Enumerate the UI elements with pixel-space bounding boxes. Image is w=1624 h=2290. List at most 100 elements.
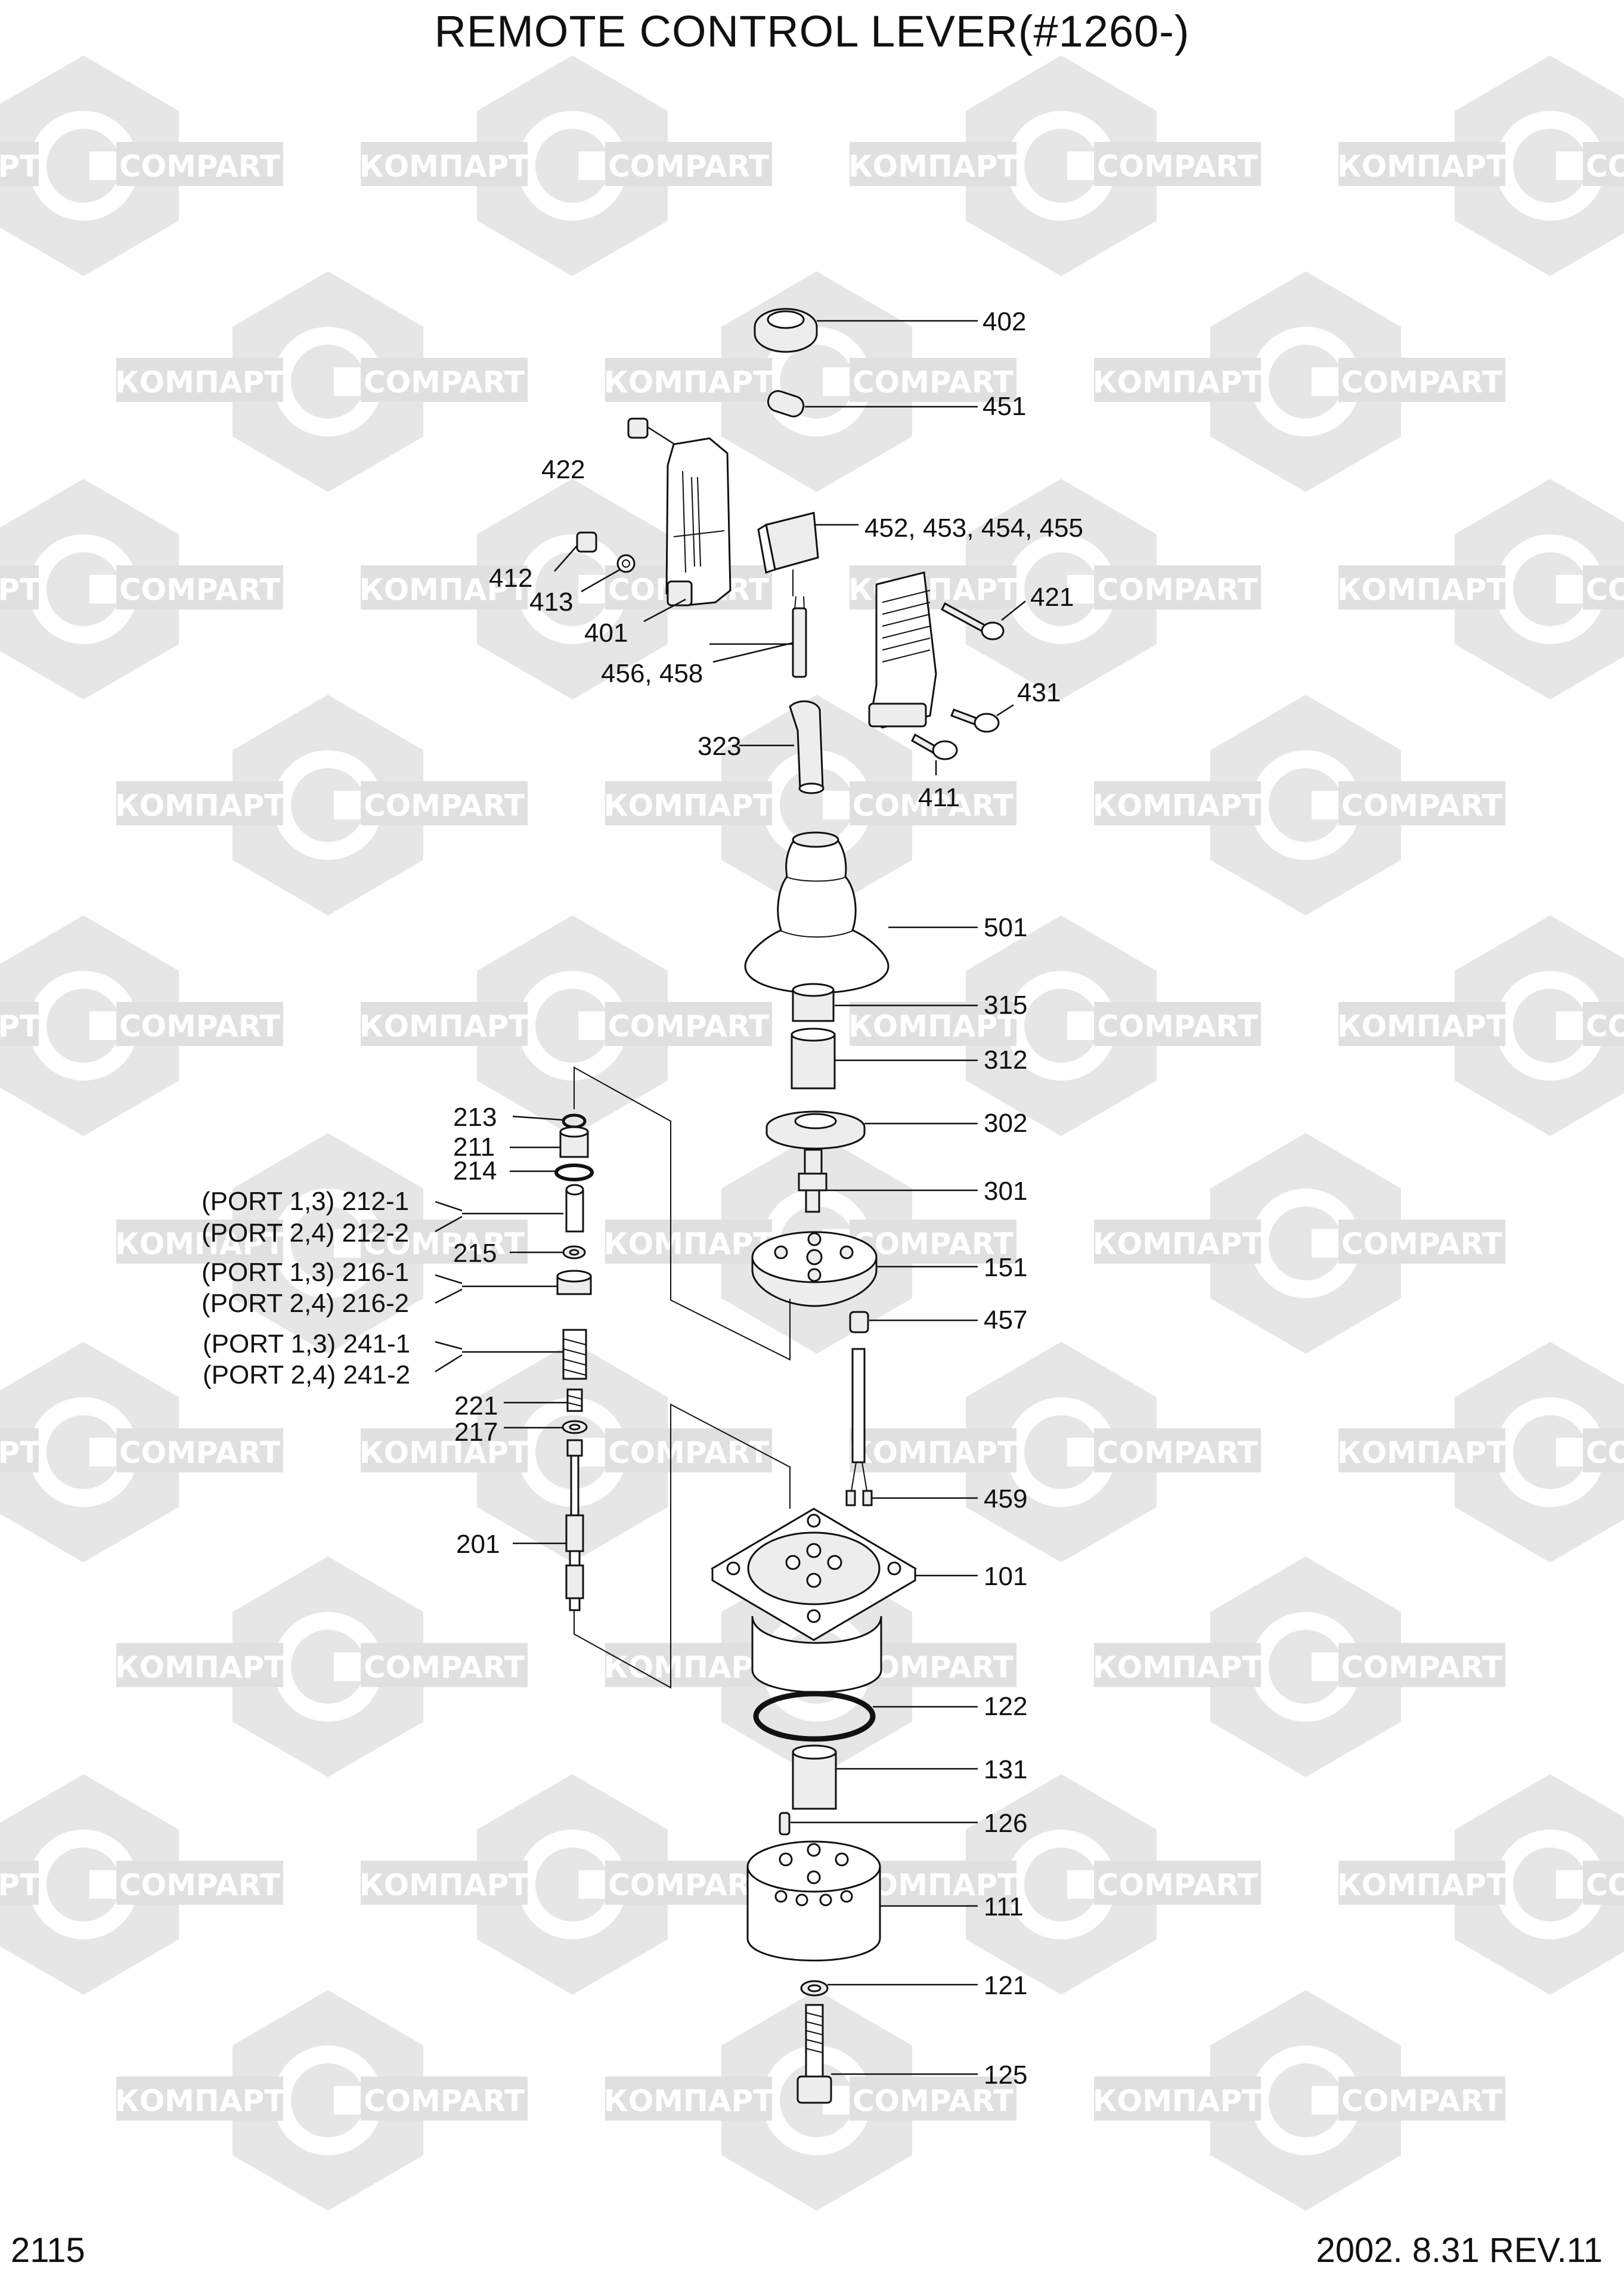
- watermark-text: COMPART: [364, 365, 525, 400]
- watermark-text: КОМПАРТ: [1093, 1650, 1262, 1685]
- port-plate-111: [746, 1840, 881, 1961]
- watermark-text: COMPART: [119, 572, 280, 607]
- label-101: 101: [984, 1562, 1027, 1591]
- watermark-band: [361, 142, 528, 186]
- label-212-2: (PORT 2,4) 212-2: [202, 1218, 409, 1248]
- washer-413: [616, 554, 636, 573]
- watermark-text: COMPART: [1097, 572, 1258, 607]
- watermark-text: КОМПАРТ: [115, 365, 284, 400]
- nut-312: [791, 1028, 836, 1090]
- watermark-band: [0, 142, 39, 186]
- watermark-band: [1094, 1220, 1261, 1264]
- watermark-text: КОМПАРТ: [0, 1868, 40, 1902]
- label-111: 111: [984, 1892, 1024, 1921]
- spool-201: [565, 1439, 584, 1611]
- watermark-band: [1583, 1861, 1624, 1905]
- label-456-458: 456, 458: [601, 659, 703, 688]
- bushing-131: [792, 1744, 837, 1810]
- watermark-text: КОМПАРТ: [1093, 365, 1262, 400]
- watermark-text: COMPART: [608, 1009, 769, 1044]
- label-323: 323: [698, 732, 741, 761]
- spring-241: [562, 1329, 587, 1380]
- label-402: 402: [983, 307, 1026, 336]
- label-411: 411: [918, 783, 960, 812]
- watermark-text: COMPART: [1097, 149, 1258, 184]
- watermark-band: [1094, 1428, 1261, 1472]
- label-501: 501: [984, 913, 1027, 942]
- watermark-text: COMPART: [1341, 1227, 1502, 1261]
- pin-126: [779, 1812, 791, 1836]
- watermark-band: [1338, 1643, 1505, 1687]
- watermark-text: COMPART: [853, 365, 1014, 400]
- watermark-band: [1094, 1643, 1261, 1687]
- harness-456: [792, 596, 807, 678]
- label-459: 459: [984, 1484, 1027, 1514]
- watermark-text: COMPART: [1586, 572, 1624, 607]
- watermark-text: КОМПАРТ: [848, 1435, 1018, 1470]
- bushing-412: [576, 531, 597, 553]
- watermark-text: COMPART: [1097, 1868, 1258, 1902]
- watermark-text: КОМПАРТ: [0, 149, 40, 184]
- watermark-text: COMPART: [119, 1868, 280, 1902]
- watermark-text: КОМПАРТ: [1337, 1435, 1507, 1470]
- label-126: 126: [984, 1809, 1027, 1838]
- label-422: 422: [541, 455, 585, 484]
- watermark-band: [116, 1428, 283, 1472]
- watermark-band: [0, 1428, 39, 1472]
- watermark-text: COMPART: [119, 1009, 280, 1044]
- watermark-band: [1583, 565, 1624, 609]
- label-217: 217: [454, 1418, 498, 1447]
- watermark-text: КОМПАРТ: [1093, 788, 1262, 823]
- watermark-band: [1094, 2077, 1261, 2121]
- watermark-band: [850, 142, 1016, 186]
- watermark-text: КОМПАРТ: [1337, 572, 1507, 607]
- watermark-band: [116, 1861, 283, 1905]
- watermark-text: КОМПАРТ: [848, 149, 1018, 184]
- watermark-band: [850, 1002, 1016, 1046]
- screw-421: [941, 602, 1005, 640]
- watermark-band: [850, 781, 1016, 825]
- label-302: 302: [984, 1109, 1027, 1138]
- watermark-text: КОМПАРТ: [359, 1868, 529, 1902]
- watermark-text: COMPART: [1097, 1435, 1258, 1470]
- label-212-1: (PORT 1,3) 212-1: [202, 1187, 409, 1216]
- washer-216: [556, 1270, 592, 1295]
- watermark-band: [605, 1861, 772, 1905]
- seal-215: [562, 1245, 586, 1260]
- watermark-band: [116, 565, 283, 609]
- watermark-text: КОМПАРТ: [0, 572, 40, 607]
- watermark-band: [0, 1861, 39, 1905]
- watermark-band: [1338, 1861, 1505, 1905]
- cap-402: [754, 308, 818, 353]
- ring-213: [562, 1113, 587, 1129]
- harness-459: [845, 1348, 873, 1506]
- watermark-band: [1338, 565, 1505, 609]
- washer-121: [800, 1980, 829, 1997]
- watermark-band: [605, 1220, 772, 1264]
- watermark-text: COMPART: [1586, 1009, 1624, 1044]
- watermark-band: [361, 565, 528, 609]
- watermark-band: [116, 142, 283, 186]
- watermark-band: [0, 1002, 39, 1046]
- watermark-band: [850, 2077, 1016, 2121]
- label-241-2: (PORT 2,4) 241-2: [203, 1360, 410, 1390]
- label-457: 457: [984, 1305, 1027, 1335]
- watermark-text: COMPART: [364, 788, 525, 823]
- watermark-band: [605, 2077, 772, 2121]
- watermark-band: [605, 142, 772, 186]
- label-151: 151: [984, 1253, 1027, 1282]
- label-211: 211: [453, 1132, 495, 1162]
- watermark-band: [1583, 1428, 1624, 1472]
- joint-301: [798, 1149, 828, 1213]
- watermark-text: COMPART: [1097, 1009, 1258, 1044]
- watermark-band: [116, 2077, 283, 2121]
- watermark-text: КОМПАРТ: [604, 1227, 773, 1261]
- watermark-text: КОМПАРТ: [359, 1009, 529, 1044]
- nut-315: [792, 983, 835, 1022]
- watermark-text: КОМПАРТ: [359, 572, 529, 607]
- watermark-band: [116, 1220, 283, 1264]
- watermark-band: [1583, 1002, 1624, 1046]
- label-312: 312: [984, 1045, 1027, 1075]
